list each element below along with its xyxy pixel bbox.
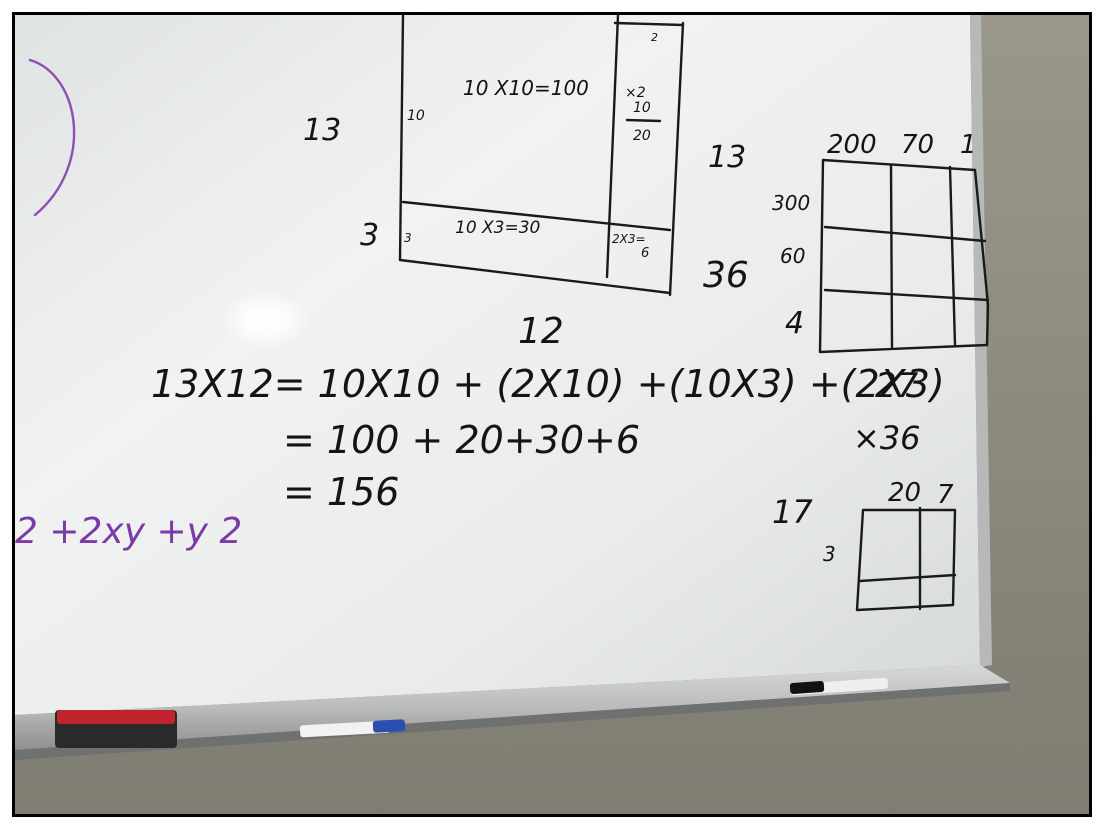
bottom-right-1: 2X3= — [612, 232, 646, 246]
label-20: 20 — [888, 478, 921, 508]
whiteboard-photo: 10 X10=100 2 ×2 10 20 10 10 X3=30 2X3= 6… — [12, 12, 1092, 817]
row-label-3: 3 — [360, 218, 379, 253]
blue-marker — [299, 719, 406, 738]
top-label-1: 1 — [960, 130, 977, 160]
col-label-12: 12 — [518, 311, 564, 352]
right-top-calc-3: 20 — [633, 128, 651, 144]
eraser — [55, 710, 177, 748]
left-top-label: 10 — [407, 108, 425, 124]
handwriting-layer: 10 X10=100 2 ×2 10 20 10 10 X3=30 2X3= 6… — [15, 31, 990, 612]
equation-line-1: 13X12= 10X10 + (2X10) +(10X3) +(2X3) — [151, 362, 945, 406]
top-cell-label: 10 X10=100 — [463, 76, 589, 100]
marker-tray-lip — [15, 683, 1010, 760]
calc-rule — [625, 118, 662, 123]
label-13-right: 13 — [708, 140, 746, 175]
mult-top: 27 — [875, 366, 919, 406]
light-glare — [220, 290, 310, 350]
row-label-60: 60 — [780, 244, 805, 268]
equation-line-2: = 100 + 20+30+6 — [283, 418, 640, 462]
row-label-4: 4 — [785, 306, 804, 341]
purple-arc — [28, 58, 76, 217]
area-model-13x36: 13 36 200 70 1 300 60 4 — [703, 130, 990, 354]
label-36: 36 — [703, 255, 749, 296]
label-3: 3 — [823, 542, 836, 566]
bottom-left-small: 3 — [404, 231, 412, 245]
top-label-70: 70 — [901, 130, 934, 160]
right-top-calc-1: ×2 — [625, 85, 646, 101]
row-label-13: 13 — [303, 113, 341, 148]
right-top-calc-2: 10 — [633, 100, 651, 116]
equation-line-3: = 156 — [283, 470, 399, 514]
area-model-17: 17 20 7 3 — [772, 478, 957, 612]
whiteboard-surface — [15, 15, 980, 715]
purple-expression: 2 +2xy +y 2 — [15, 511, 242, 552]
mult-bottom: ×36 — [853, 419, 921, 457]
marker-tray — [15, 665, 1010, 750]
row-label-300: 300 — [772, 191, 810, 215]
label-17: 17 — [772, 493, 813, 531]
label-7: 7 — [937, 480, 954, 510]
top-right-small: 2 — [651, 31, 658, 44]
top-label-200: 200 — [827, 130, 877, 160]
black-marker — [789, 677, 889, 696]
bottom-cell-label: 10 X3=30 — [455, 218, 540, 238]
bottom-right-2: 6 — [641, 246, 649, 261]
area-model-13x12 — [398, 15, 685, 297]
